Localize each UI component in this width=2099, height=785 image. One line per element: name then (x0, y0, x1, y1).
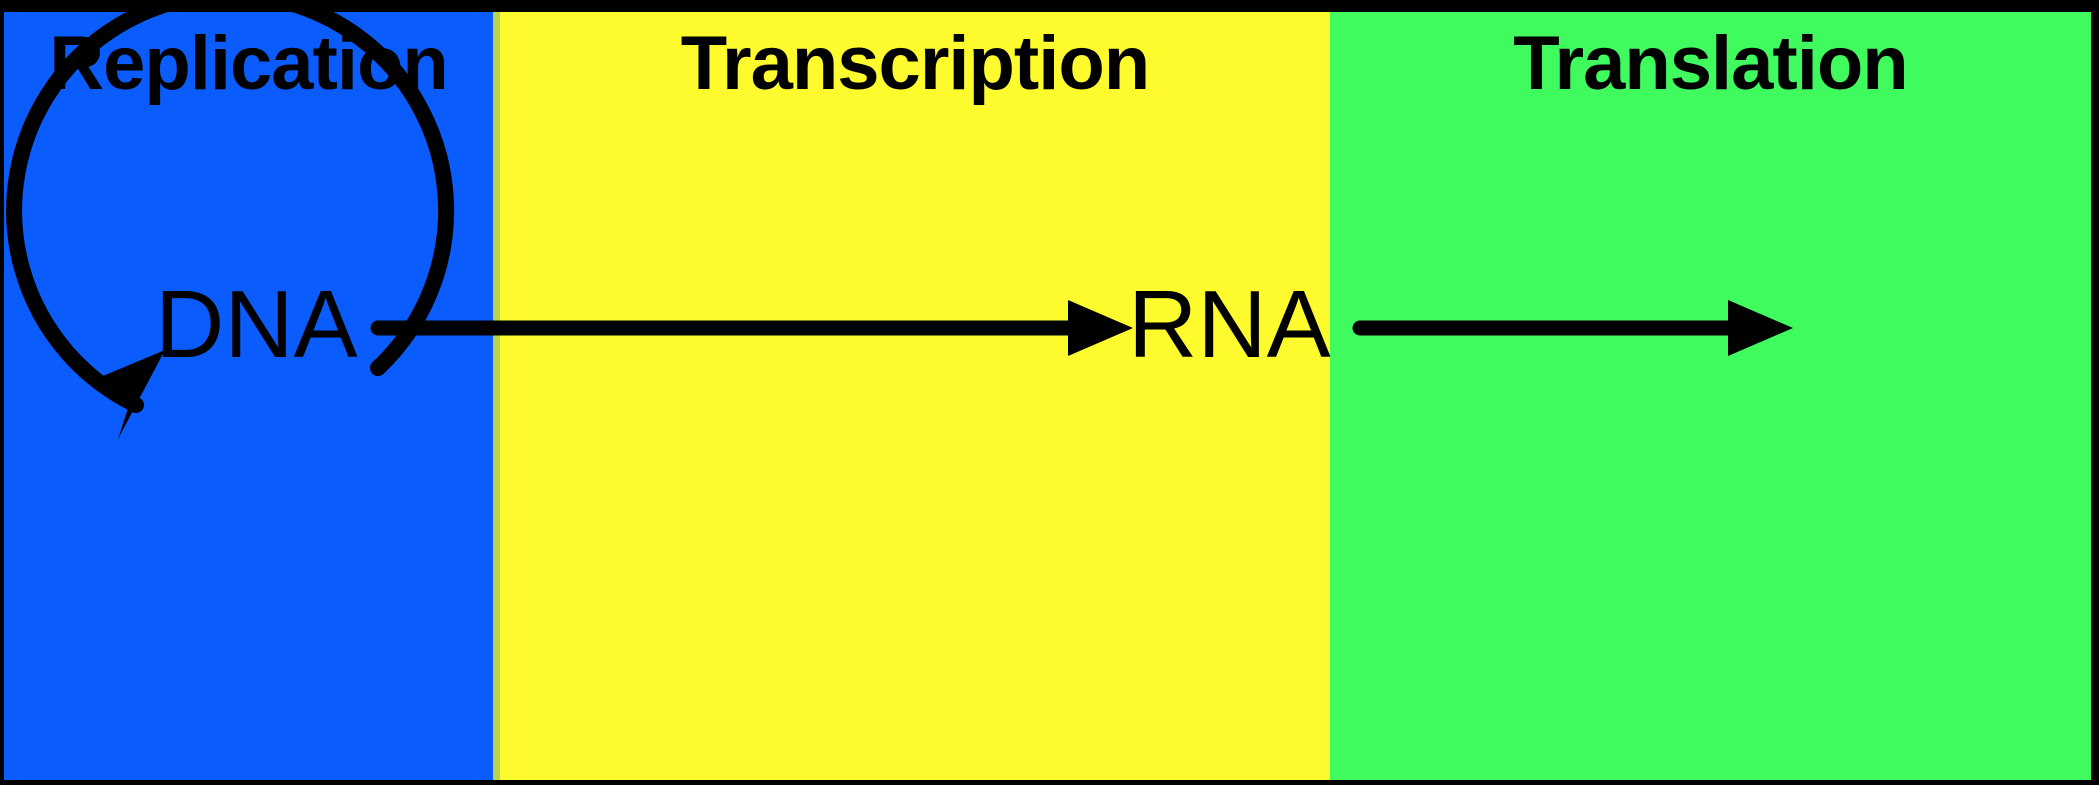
stage-title-transcription: Transcription (680, 21, 1150, 106)
panel-replication: Replication (4, 12, 493, 780)
stage-title-replication: Replication (49, 21, 449, 106)
molecule-label-rna: RNA (1128, 271, 1331, 378)
stage-title-translation: Translation (1513, 21, 1908, 106)
panel-transcription: Transcription (500, 12, 1330, 780)
molecule-label-dna: DNA (155, 271, 358, 378)
panel-divider (493, 12, 500, 780)
panel-translation: Translation (1330, 12, 2091, 780)
